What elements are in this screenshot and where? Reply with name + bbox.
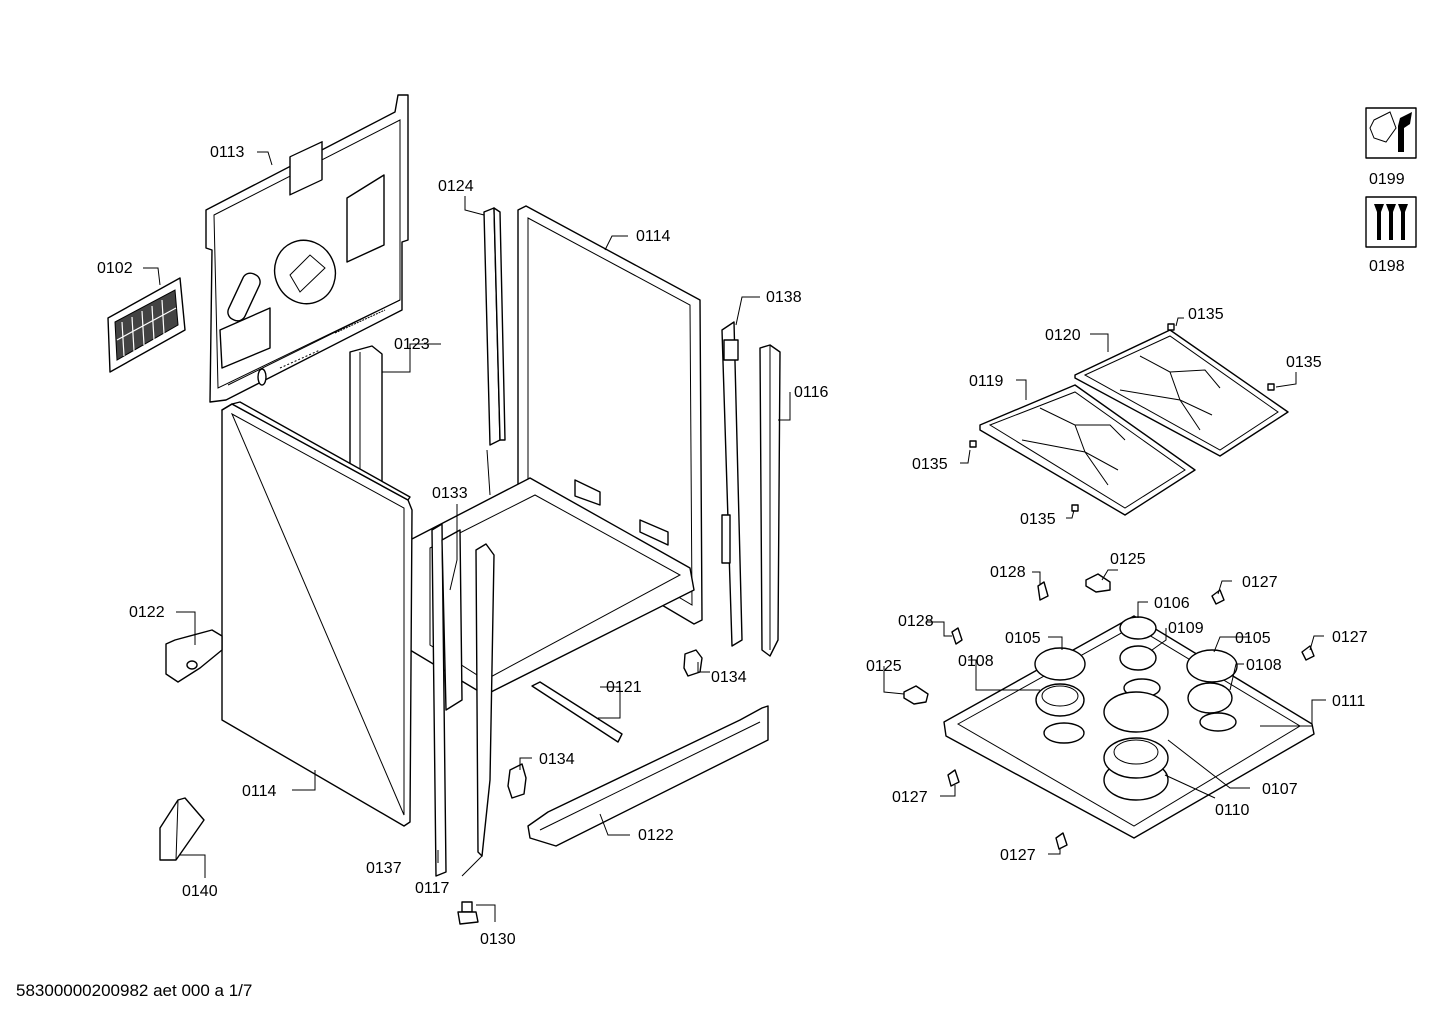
clip-0125-b xyxy=(903,685,929,705)
front-upright-0133 xyxy=(431,523,463,877)
document-code: 58300000200982 aet 000 a 1/7 xyxy=(16,981,253,1000)
clip-0127-b xyxy=(1301,645,1315,661)
clip-0125-a xyxy=(1085,573,1111,593)
rail-0121 xyxy=(531,681,623,743)
pan-support-0120 xyxy=(1074,329,1289,457)
back-strip-0124 xyxy=(483,207,506,496)
clip-0134-b xyxy=(507,763,527,799)
label-0124: 0124 xyxy=(438,178,474,195)
label-0120: 0120 xyxy=(1045,327,1081,344)
label-0121: 0121 xyxy=(606,679,642,696)
clip-0127-d xyxy=(1055,832,1068,850)
label-0130: 0130 xyxy=(480,931,516,948)
bracket-0140 xyxy=(159,797,205,861)
label-0122-left: 0122 xyxy=(129,604,165,621)
rubber-foot-0135-c xyxy=(969,440,977,448)
bracket-0122-left xyxy=(165,629,223,683)
label-0123: 0123 xyxy=(394,336,430,353)
label-0140: 0140 xyxy=(182,883,218,900)
label-0135-a: 0135 xyxy=(1188,306,1224,323)
label-0128-a: 0128 xyxy=(990,564,1026,581)
label-0135-d: 0135 xyxy=(1020,511,1056,528)
label-0127-a: 0127 xyxy=(1242,574,1278,591)
label-0122-bottom: 0122 xyxy=(638,827,674,844)
label-0108-a: 0108 xyxy=(958,653,994,670)
label-0114-back: 0114 xyxy=(636,228,671,245)
rear-strip-0138 xyxy=(721,321,743,647)
clip-0128-a xyxy=(1037,581,1049,601)
label-0137: 0137 xyxy=(366,860,402,877)
pan-support-0119 xyxy=(979,384,1196,516)
label-0135-c: 0135 xyxy=(912,456,948,473)
label-0134-a: 0134 xyxy=(711,669,747,686)
label-0113: 0113 xyxy=(210,144,245,161)
burner-left xyxy=(1034,647,1086,744)
label-0116: 0116 xyxy=(794,384,829,401)
label-0107: 0107 xyxy=(1262,781,1298,798)
clip-0127-c xyxy=(947,769,960,787)
rubber-foot-0135-b xyxy=(1267,383,1275,391)
label-0199: 0199 xyxy=(1369,171,1405,188)
label-0125-a: 0125 xyxy=(1110,551,1146,568)
label-0198: 0198 xyxy=(1369,258,1405,275)
side-strip-0116 xyxy=(759,344,781,657)
label-0133: 0133 xyxy=(432,485,468,502)
label-0105-b: 0105 xyxy=(1235,630,1271,647)
clip-0127-a xyxy=(1211,589,1225,605)
side-panel-0114 xyxy=(221,401,413,827)
label-0138: 0138 xyxy=(766,289,802,306)
clip-0128-b xyxy=(951,627,963,645)
label-0127-d: 0127 xyxy=(1000,847,1036,864)
burner-rear xyxy=(1119,616,1161,698)
label-0127-c: 0127 xyxy=(892,789,928,806)
label-0111: 0111 xyxy=(1332,693,1365,710)
label-0134-b: 0134 xyxy=(539,751,575,768)
label-0117: 0117 xyxy=(415,880,450,897)
burner-wok xyxy=(1103,691,1169,801)
back-panel-0113 xyxy=(205,94,409,403)
rail-0122-bottom xyxy=(527,705,769,847)
label-0109: 0109 xyxy=(1168,620,1204,637)
wrench-nut-icon xyxy=(1365,107,1417,159)
rubber-foot-0135-d xyxy=(1071,504,1079,512)
label-0105-a: 0105 xyxy=(1005,630,1041,647)
burner-right xyxy=(1186,649,1238,732)
label-0128-b: 0128 xyxy=(898,613,934,630)
label-0125-b: 0125 xyxy=(866,658,902,675)
rubber-foot-0135-a xyxy=(1167,323,1175,331)
label-0135-b: 0135 xyxy=(1286,354,1322,371)
screws-icon xyxy=(1365,196,1417,248)
foot-0130 xyxy=(457,901,479,925)
label-0108-b: 0108 xyxy=(1246,657,1282,674)
part-labels: 0113 0102 0124 0114 0138 0123 0116 0133 … xyxy=(97,144,1405,948)
label-0110: 0110 xyxy=(1215,802,1250,819)
vent-grille-0102 xyxy=(107,277,186,373)
label-0102: 0102 xyxy=(97,260,133,277)
label-0114-side: 0114 xyxy=(242,783,277,800)
leader-lines xyxy=(143,151,1326,922)
label-0127-b: 0127 xyxy=(1332,629,1368,646)
front-upright-0117 xyxy=(475,543,495,857)
label-0106: 0106 xyxy=(1154,595,1190,612)
label-0119: 0119 xyxy=(969,373,1004,390)
